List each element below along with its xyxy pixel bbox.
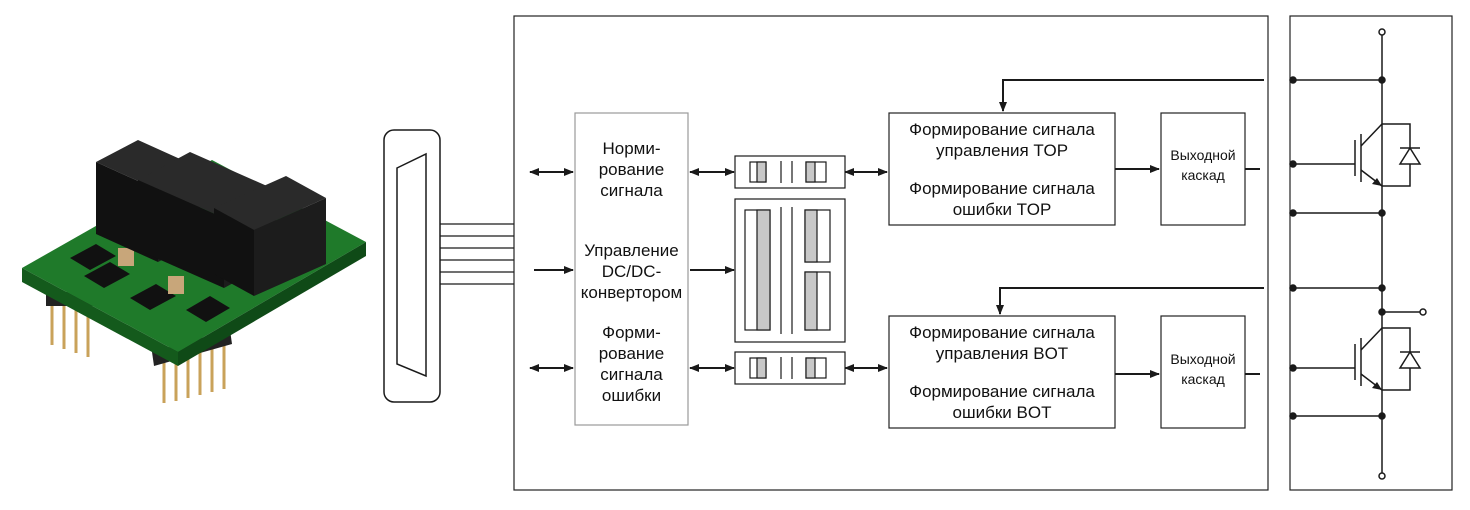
top-control-block	[888, 112, 1116, 226]
capacitor-icon	[118, 248, 134, 266]
output-stage-top-block	[1160, 112, 1246, 226]
label-top-control: Формирование сигнала управления TOP	[909, 120, 1095, 160]
driver-frame	[513, 15, 1269, 491]
isolator-icon	[734, 351, 846, 385]
label-output-top: Выходной каскад	[1170, 147, 1236, 183]
capacitor-icon	[168, 276, 184, 294]
label-dcdc: Управление DC/DC- конвертором	[580, 241, 683, 302]
label-bot-control: Формирование сигнала управления BOT	[909, 323, 1095, 363]
feedback-arrow-bot	[996, 287, 1264, 315]
igbt-frame	[1289, 15, 1453, 491]
isolator-icon	[734, 198, 846, 343]
chip-icon	[70, 244, 116, 270]
driver-board-photo	[22, 140, 366, 403]
label-norm: Норми- рование сигнала	[598, 139, 665, 200]
label-bot-error: Формирование сигнала ошибки BOT	[909, 382, 1095, 422]
feedback-arrow-top	[999, 79, 1264, 112]
bot-control-block	[888, 315, 1116, 429]
signal-block-frame	[574, 112, 689, 426]
label-error: Форми- рование сигнала ошибки	[598, 323, 665, 405]
chip-icon	[186, 296, 230, 322]
isolator-icon	[734, 155, 846, 189]
chip-icon	[84, 262, 130, 288]
output-stage-bot-block	[1160, 315, 1246, 429]
connector-icon	[383, 129, 441, 403]
igbt-icon	[1289, 28, 1427, 480]
cable-lines	[440, 223, 514, 285]
label-top-error: Формирование сигнала ошибки TOP	[909, 179, 1095, 219]
chip-icon	[130, 284, 176, 310]
label-output-bot: Выходной каскад	[1170, 351, 1236, 387]
transformer-module	[214, 176, 326, 296]
emitter-arrow-icon	[1372, 178, 1382, 390]
